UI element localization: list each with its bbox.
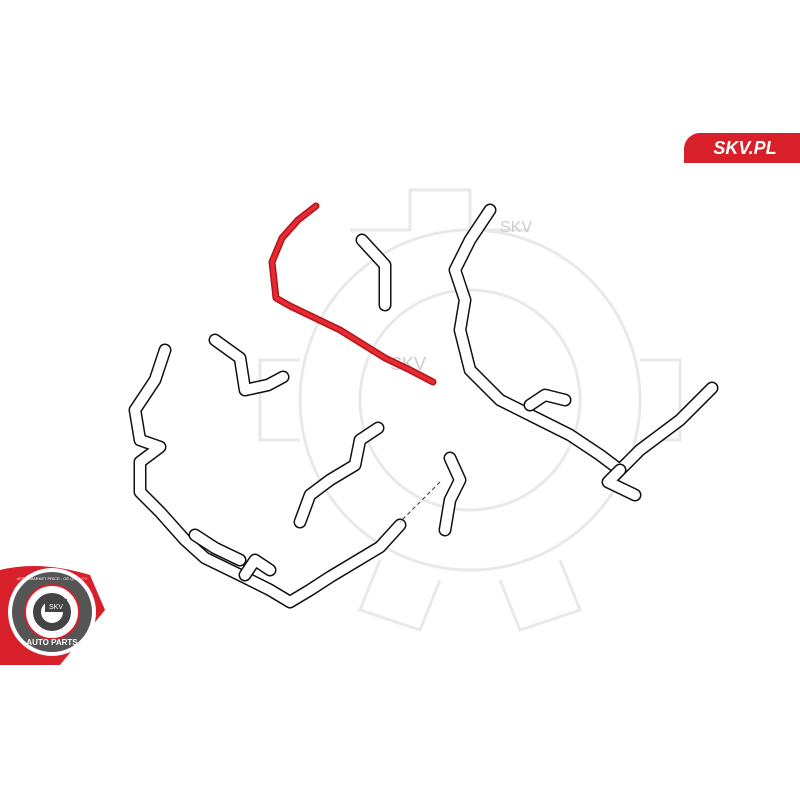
skv-badge: SKV.PL	[684, 133, 800, 163]
watermark-text-2: SKV	[390, 354, 426, 374]
watermark-text: SKV	[500, 219, 532, 236]
logo-ring-text: AFTERMARKET PRICE - OE QUALITY	[17, 576, 88, 581]
left-hose-assembly	[128, 343, 407, 609]
highlighted-red-hose	[268, 202, 437, 386]
logo-bottom-text: AUTO PARTS	[26, 638, 78, 647]
right-hose-assembly	[448, 203, 719, 502]
skv-auto-parts-logo: SKV AUTO PARTS AFTERMARKET PRICE - OE QU…	[0, 566, 105, 665]
middle-hoses	[208, 233, 467, 537]
logo-center-text: SKV	[49, 604, 63, 611]
watermark-gear-icon	[258, 188, 682, 632]
